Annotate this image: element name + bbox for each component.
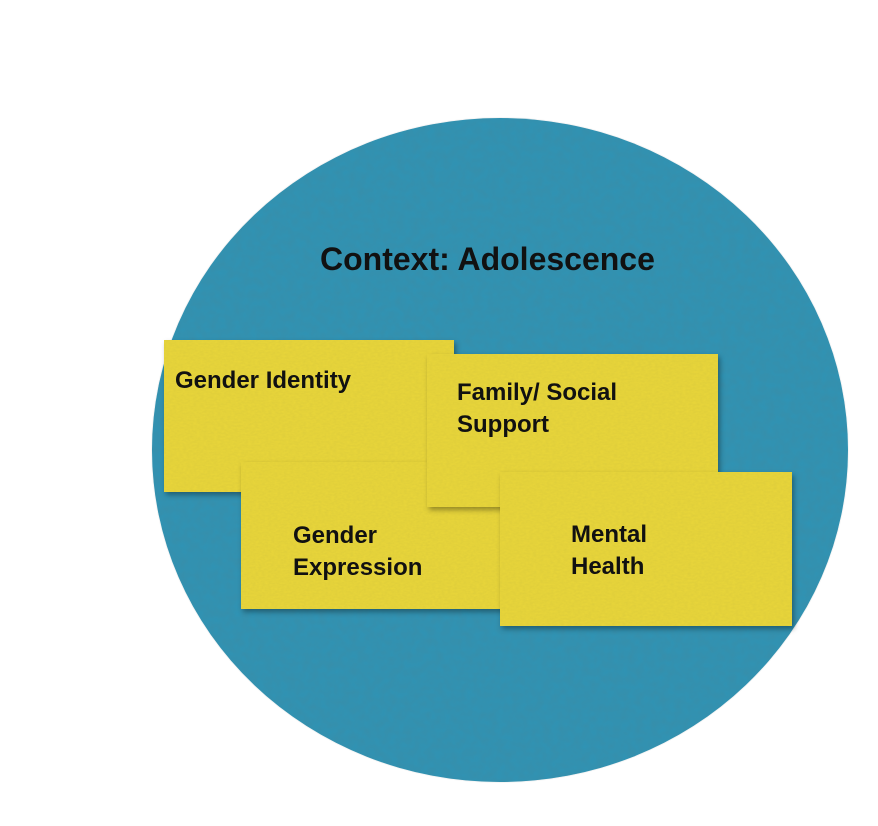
note-label-mental-health: Mental Health (571, 521, 648, 580)
note-label-gender-identity: Gender Identity (175, 367, 352, 394)
note-texture (500, 472, 792, 626)
note-label-family-social-support: Family/ Social Support (457, 379, 618, 438)
context-title: Context: Adolescence (320, 241, 655, 277)
note-mental-health: Mental Health (500, 472, 792, 626)
note-label-gender-expression: Gender Expression (293, 522, 423, 581)
